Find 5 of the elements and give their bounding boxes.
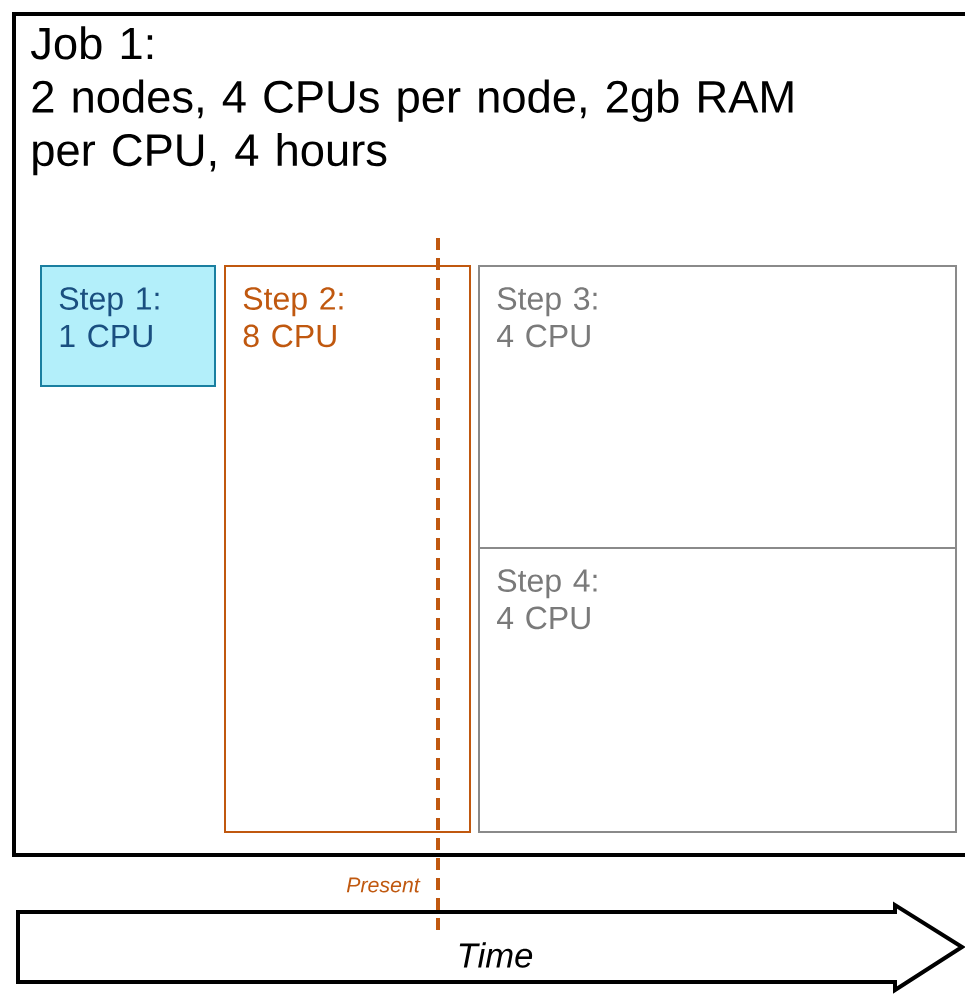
- present-label: Present: [346, 877, 421, 893]
- step-box: Step 2: 8 CPU: [224, 265, 471, 833]
- step-box: Step 4: 4 CPU: [478, 547, 957, 833]
- step-box: Step 1: 1 CPU: [40, 265, 216, 387]
- step-box: Step 3: 4 CPU: [478, 265, 957, 549]
